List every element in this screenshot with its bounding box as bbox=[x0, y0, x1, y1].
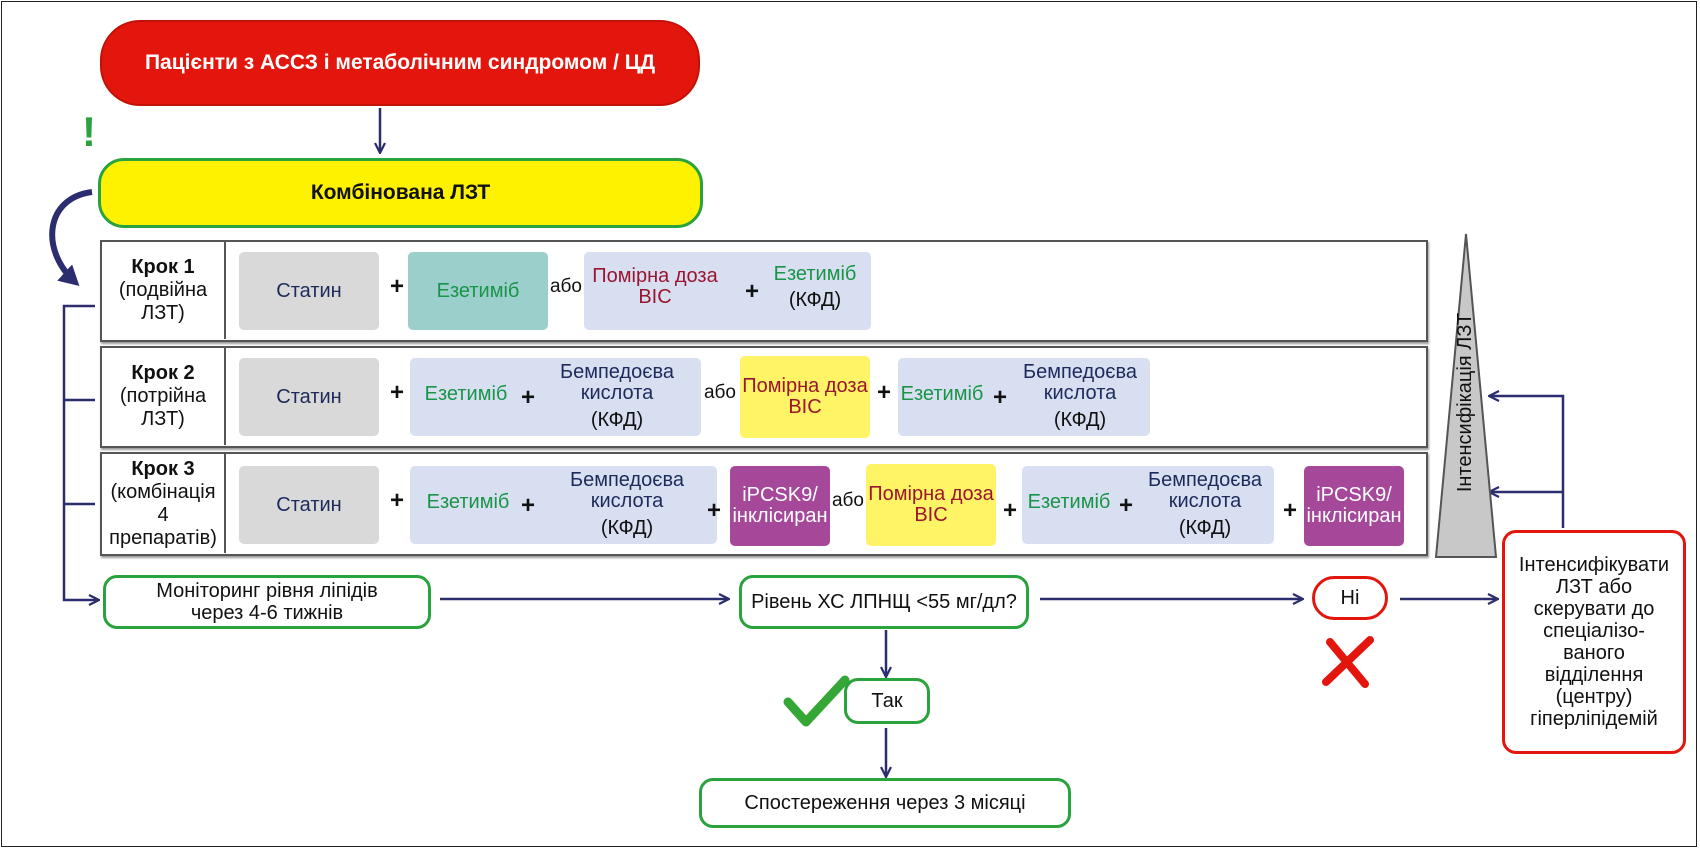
step1-plus2: + bbox=[744, 277, 759, 305]
cross-icon bbox=[1322, 636, 1374, 688]
feedback-line bbox=[1490, 396, 1565, 528]
step2-bempedoic: Бемпедоєва кислота bbox=[559, 361, 675, 404]
step2-moderate-dose: Помірна доза ВІС bbox=[740, 356, 870, 438]
step3-title: Крок 3 bbox=[131, 457, 195, 480]
step3-plus2: + bbox=[520, 491, 535, 519]
step3-ezetimibe: Езетиміб bbox=[426, 490, 510, 513]
step1-ezetimibe2: Езетиміб bbox=[773, 262, 857, 285]
intensification-label: Інтенсифікація ЛЗТ bbox=[1454, 312, 1477, 492]
step2-group1: Езетиміб + Бемпедоєва кислота (КФД) bbox=[410, 358, 701, 436]
step3-plus5: + bbox=[1118, 491, 1133, 519]
step3-fdc: (КФД) bbox=[600, 516, 654, 539]
step1-subtitle: (подвійна ЛЗТ) bbox=[118, 279, 208, 324]
exclamation-mark: ! bbox=[82, 108, 96, 155]
step1-label: Крок 1 (подвійна ЛЗТ) bbox=[102, 242, 226, 339]
step1-or: або bbox=[549, 276, 583, 297]
step3-bempedoic: Бемпедоєва кислота bbox=[569, 469, 685, 512]
step2-plus3: + bbox=[876, 379, 891, 406]
step1-moderate-dose: Помірна доза ВІС bbox=[592, 265, 718, 308]
yes-box: Так bbox=[844, 678, 930, 724]
step2-title: Крок 2 bbox=[131, 362, 195, 384]
step1-row: Крок 1 (подвійна ЛЗТ) Статин + Езетиміб … bbox=[100, 240, 1428, 342]
step2-bempedoic2: Бемпедоєва кислота bbox=[1022, 361, 1138, 404]
step1-fdc: (КФД) bbox=[788, 288, 842, 311]
step3-moderate-dose: Помірна доза ВІС bbox=[866, 464, 996, 546]
monitoring-box: Моніторинг рівня ліпідів через 4-6 тижні… bbox=[103, 575, 431, 629]
step3-row: Крок 3 (комбінація 4 препаратів) Статин … bbox=[100, 452, 1428, 556]
check-icon bbox=[783, 675, 850, 727]
step2-ezetimibe: Езетиміб bbox=[424, 382, 508, 405]
step3-group1: Езетиміб + Бемпедоєва кислота (КФД) bbox=[410, 466, 717, 544]
patients-header: Пацієнти з АССЗ і метаболічним синдромом… bbox=[100, 20, 700, 106]
step3-pcsk9: iPCSK9/ інклісиран bbox=[730, 466, 830, 546]
step1-statin: Статин bbox=[239, 252, 379, 330]
step2-fdc: (КФД) bbox=[590, 408, 644, 431]
step3-plus3: + bbox=[706, 497, 721, 524]
step2-or: або bbox=[703, 382, 737, 403]
step3-plus4: + bbox=[1002, 497, 1017, 524]
observation-box: Спостереження через 3 місяці bbox=[699, 778, 1071, 828]
step3-group2: Езетиміб + Бемпедоєва кислота (КФД) bbox=[1022, 466, 1274, 544]
no-box: Ні bbox=[1312, 576, 1388, 620]
left-bracket bbox=[62, 304, 98, 600]
intensify-box: Інтенсифікувати ЛЗТ або скерувати до спе… bbox=[1502, 530, 1686, 754]
step2-ezetimibe2: Езетиміб bbox=[900, 382, 984, 405]
step3-fdc2: (КФД) bbox=[1178, 516, 1232, 539]
step3-ezetimibe2: Езетиміб bbox=[1027, 490, 1111, 513]
step2-fdc2: (КФД) bbox=[1053, 408, 1107, 431]
step2-plus2: + bbox=[520, 383, 535, 411]
step3-statin: Статин bbox=[239, 466, 379, 544]
step2-row: Крок 2 (потрійна ЛЗТ) Статин + Езетиміб … bbox=[100, 346, 1428, 448]
step3-subtitle: (комбінація 4 препаратів) bbox=[109, 480, 217, 549]
step3-plus1: + bbox=[389, 487, 404, 514]
step1-title: Крок 1 bbox=[131, 256, 195, 278]
step2-subtitle: (потрійна ЛЗТ) bbox=[119, 385, 207, 430]
step2-plus1: + bbox=[389, 379, 404, 406]
step3-plus6: + bbox=[1282, 497, 1297, 524]
intensification-triangle bbox=[1434, 233, 1498, 558]
step1-ezetimibe: Езетиміб bbox=[408, 252, 548, 330]
step2-group2: Езетиміб + Бемпедоєва кислота (КФД) bbox=[898, 358, 1150, 436]
step3-or: або bbox=[831, 490, 865, 511]
step1-alt-group: Помірна доза ВІС + Езетиміб (КФД) bbox=[584, 252, 871, 330]
step2-plus4: + bbox=[992, 383, 1007, 411]
ldl-question-box: Рівень ХС ЛПНЩ <55 мг/дл? bbox=[739, 575, 1029, 629]
step2-statin: Статин bbox=[239, 358, 379, 436]
step3-bempedoic2: Бемпедоєва кислота bbox=[1147, 469, 1263, 512]
curved-arrow-to-step1 bbox=[49, 189, 93, 287]
step3-pcsk9-2: iPCSK9/ інклісиран bbox=[1304, 466, 1404, 546]
step2-label: Крок 2 (потрійна ЛЗТ) bbox=[102, 348, 226, 445]
step3-label: Крок 3 (комбінація 4 препаратів) bbox=[102, 454, 226, 553]
step1-plus1: + bbox=[389, 273, 404, 300]
intensification-label-wrap: Інтенсифікація ЛЗТ bbox=[1396, 312, 1536, 491]
combined-llt-box: Комбінована ЛЗТ bbox=[98, 158, 703, 228]
